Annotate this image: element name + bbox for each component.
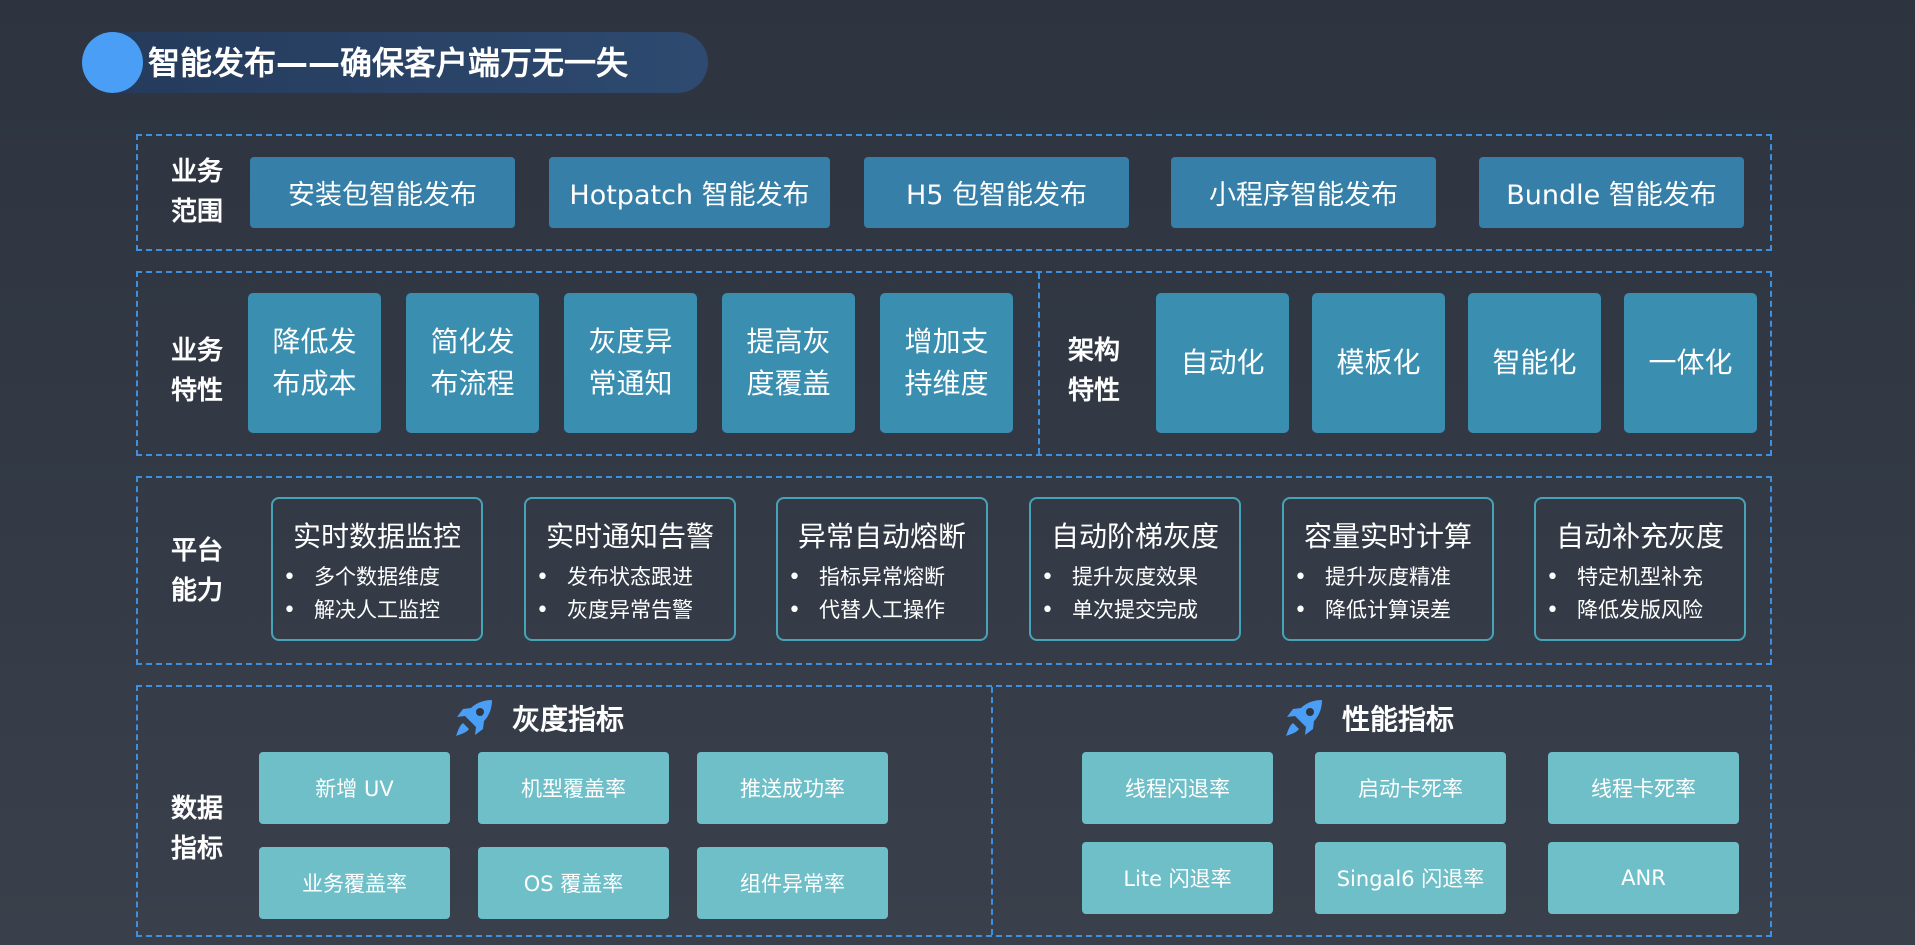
capability-title: 容量实时计算 (1303, 520, 1472, 553)
capability-bullet: 代替人工操作 (786, 594, 978, 627)
arch-tile: 自动化 (1156, 293, 1289, 433)
feature-tile: 简化发布流程 (406, 293, 539, 433)
capability-card: 实时通知告警 发布状态跟进 灰度异常告警 (524, 497, 736, 641)
gray-metric: OS 覆盖率 (478, 847, 669, 919)
section-divider (991, 687, 993, 935)
capability-card: 容量实时计算 提升灰度精准 降低计算误差 (1282, 497, 1494, 641)
arch-tile: 一体化 (1624, 293, 1757, 433)
gray-metric: 组件异常率 (697, 847, 888, 919)
capability-bullet: 解决人工监控 (281, 594, 473, 627)
capability-bullet: 特定机型补充 (1544, 561, 1736, 594)
gray-metrics-title: 灰度指标 (512, 703, 625, 736)
arch-tile: 智能化 (1468, 293, 1601, 433)
gray-metric: 推送成功率 (697, 752, 888, 824)
scope-item-installer: 安装包智能发布 (250, 157, 515, 228)
scope-item-miniprogram: 小程序智能发布 (1171, 157, 1436, 228)
feature-tile-label: 增加支持维度 (904, 325, 989, 400)
capability-bullets: 提升灰度精准 降低计算误差 (1292, 561, 1484, 627)
feature-tile: 降低发布成本 (248, 293, 381, 433)
feature-tile-label: 灰度异常通知 (588, 325, 673, 400)
section-label-features: 业务 特性 (162, 331, 232, 411)
capability-title: 实时通知告警 (545, 520, 714, 553)
perf-metrics-header: 性能指标 (1282, 694, 1454, 742)
capability-bullet: 指标异常熔断 (786, 561, 978, 594)
capability-title: 自动阶梯灰度 (1050, 520, 1219, 553)
capability-bullets: 多个数据维度 解决人工监控 (281, 561, 473, 627)
section-label-line: 能力 (170, 576, 223, 606)
capability-bullets: 发布状态跟进 灰度异常告警 (534, 561, 726, 627)
capability-bullet: 多个数据维度 (281, 561, 473, 594)
capability-bullet: 单次提交完成 (1039, 594, 1231, 627)
capability-card: 自动阶梯灰度 提升灰度效果 单次提交完成 (1029, 497, 1241, 641)
capability-bullets: 指标异常熔断 代替人工操作 (786, 561, 978, 627)
section-label-line: 特性 (1067, 376, 1120, 406)
section-label-metrics: 数据 指标 (162, 789, 232, 869)
capability-title: 自动补充灰度 (1555, 520, 1724, 553)
rocket-icon (1286, 700, 1322, 736)
section-label-line: 范围 (170, 197, 223, 227)
page-title: 智能发布——确保客户端万无一失 (148, 44, 629, 82)
arch-tile: 模板化 (1312, 293, 1445, 433)
perf-metric: 线程卡死率 (1548, 752, 1739, 824)
scope-item-h5: H5 包智能发布 (864, 157, 1129, 228)
feature-tile-label: 简化发布流程 (430, 325, 515, 400)
section-platform (136, 476, 1772, 665)
capability-bullet: 发布状态跟进 (534, 561, 726, 594)
perf-metrics-title: 性能指标 (1342, 703, 1455, 736)
gray-metric: 业务覆盖率 (259, 847, 450, 919)
section-metrics (136, 685, 1772, 937)
feature-tile: 增加支持维度 (880, 293, 1013, 433)
section-divider (1038, 273, 1040, 454)
section-label-line: 特性 (170, 376, 223, 406)
feature-tile: 提高灰度覆盖 (722, 293, 855, 433)
section-label-scope: 业务 范围 (162, 152, 232, 232)
perf-metric: 线程闪退率 (1082, 752, 1273, 824)
feature-tile: 灰度异常通知 (564, 293, 697, 433)
title-banner (82, 32, 708, 93)
feature-tile-label: 降低发布成本 (272, 325, 357, 400)
perf-metric: ANR (1548, 842, 1739, 914)
section-label-line: 平台 (170, 536, 223, 566)
title-dot (82, 32, 143, 93)
capability-bullet: 提升灰度精准 (1292, 561, 1484, 594)
section-label-line: 业务 (170, 157, 223, 187)
section-features (136, 271, 1772, 456)
section-label-platform: 平台 能力 (162, 531, 232, 611)
section-business-scope (136, 134, 1772, 251)
gray-metric: 新增 UV (259, 752, 450, 824)
section-label-architecture: 架构 特性 (1059, 331, 1129, 411)
capability-bullet: 降低计算误差 (1292, 594, 1484, 627)
capability-title: 实时数据监控 (292, 520, 461, 553)
feature-tile-label: 提高灰度覆盖 (746, 325, 831, 400)
capability-card: 实时数据监控 多个数据维度 解决人工监控 (271, 497, 483, 641)
perf-metric: Singal6 闪退率 (1315, 842, 1506, 914)
gray-metrics-header: 灰度指标 (452, 694, 624, 742)
section-label-line: 业务 (170, 336, 223, 366)
section-label-line: 数据 (170, 794, 223, 824)
rocket-icon (456, 700, 492, 736)
perf-metric: 启动卡死率 (1315, 752, 1506, 824)
capability-bullet: 提升灰度效果 (1039, 561, 1231, 594)
section-label-line: 指标 (170, 834, 223, 864)
capability-card: 异常自动熔断 指标异常熔断 代替人工操作 (776, 497, 988, 641)
section-label-line: 架构 (1067, 336, 1120, 366)
scope-item-bundle: Bundle 智能发布 (1479, 157, 1744, 228)
capability-bullets: 特定机型补充 降低发版风险 (1544, 561, 1736, 627)
capability-bullet: 灰度异常告警 (534, 594, 726, 627)
gray-metric: 机型覆盖率 (478, 752, 669, 824)
capability-bullets: 提升灰度效果 单次提交完成 (1039, 561, 1231, 627)
perf-metric: Lite 闪退率 (1082, 842, 1273, 914)
capability-title: 异常自动熔断 (797, 520, 966, 553)
scope-item-hotpatch: Hotpatch 智能发布 (549, 157, 830, 228)
capability-card: 自动补充灰度 特定机型补充 降低发版风险 (1534, 497, 1746, 641)
capability-bullet: 降低发版风险 (1544, 594, 1736, 627)
